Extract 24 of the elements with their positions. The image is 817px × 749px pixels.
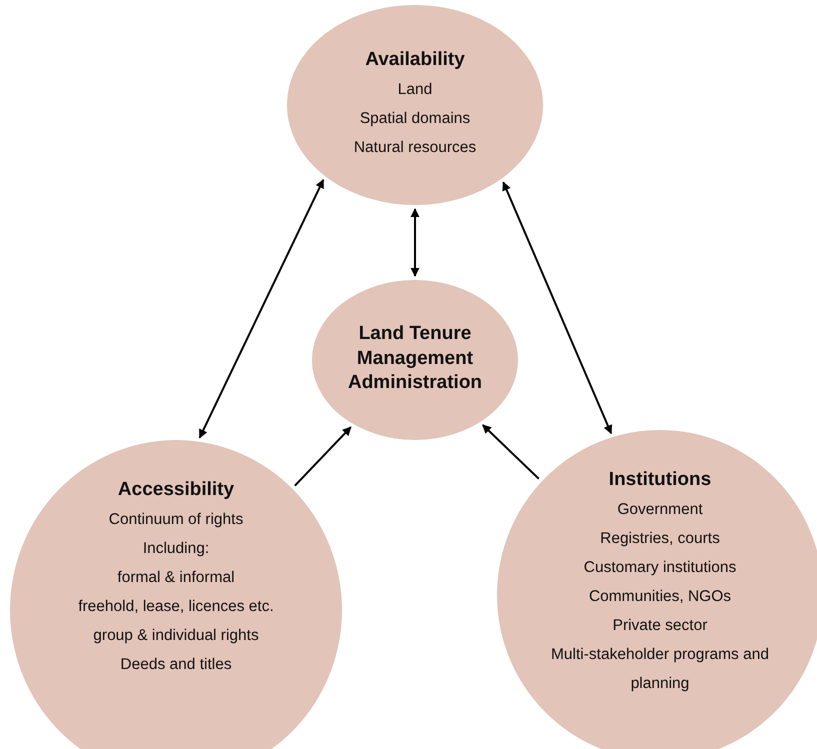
node-text: Communities, NGOs [588,586,732,607]
node-text: Continuum of rights [108,510,244,530]
node-text: Customary institutions [584,558,736,578]
node-heading: Land Tenure Management Administration [346,322,484,396]
node-heading: Accessibility [118,478,234,502]
arrow [198,179,324,438]
node-heading: Institutions [608,468,712,492]
arrow [294,426,352,486]
node-text: Deeds and titles [120,654,232,675]
node-text: Land [398,80,432,100]
node-text: Including: [142,538,210,559]
node-text: Government [617,500,703,520]
node-text: Natural resources [354,138,476,158]
node-text: Registries, courts [600,528,720,549]
arrow [410,208,420,277]
node-text: Multi-stakeholder programs and planning [550,644,770,694]
node-text: Private sector [612,616,708,636]
arrow [482,424,540,480]
node-heading: Availability [365,48,465,72]
node-text: formal & informal [117,568,235,588]
node-text: Spatial domains [360,108,470,129]
node-text: group & individual rights [93,626,259,646]
node-text: freehold, lease, licences etc. [78,596,274,617]
arrow [502,181,612,434]
